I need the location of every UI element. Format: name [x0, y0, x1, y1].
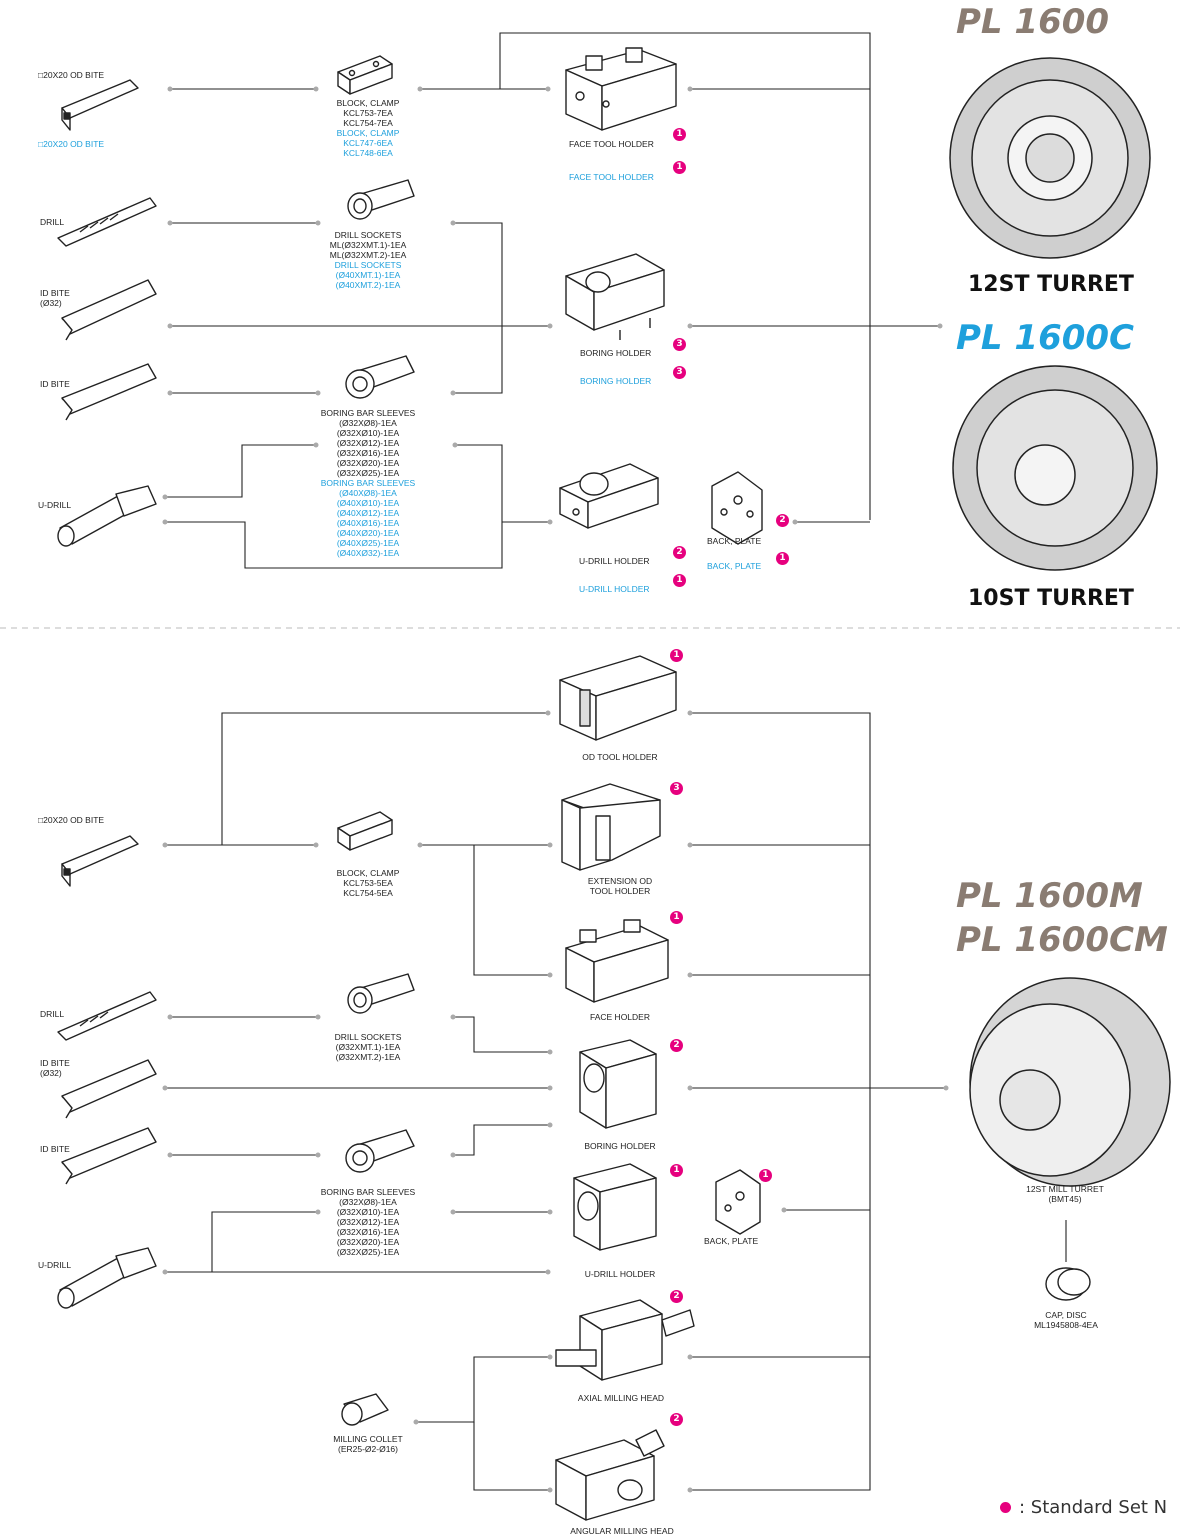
u-drill-holder-label: U-DRILL HOLDER	[579, 556, 650, 566]
u-drill-label: U-DRILL	[38, 1260, 72, 1270]
id-bite-label: ID BITE	[40, 1144, 70, 1154]
standard-set-badge: 3	[673, 338, 686, 351]
drill-icon	[57, 197, 157, 247]
drill-sockets-label: DRILL SOCKETSML(ø32xMT.1)-1EAML(ø32xMT.2…	[329, 230, 407, 290]
standard-set-badge: 1	[670, 649, 683, 662]
u-drill-label: U-DRILL	[38, 500, 72, 510]
od-bite-icon	[61, 79, 139, 131]
standard-set-badge: 2	[670, 1039, 683, 1052]
drill-label: DRILL	[40, 1009, 65, 1019]
drill-icon	[57, 991, 157, 1041]
id-bite-label: ID BITE	[40, 379, 70, 389]
face-holder-label: FACE HOLDER	[590, 1012, 650, 1022]
od-tool-holder-label: OD TOOL HOLDER	[582, 752, 658, 762]
od-bite-label-c: □20x20 OD BITE	[38, 139, 105, 149]
boring-bar-sleeves-label: BORING BAR SLEEVES(ø32xø8)-1EA(ø32xø10)-…	[320, 1187, 416, 1257]
legend: : Standard Set N	[1000, 1497, 1167, 1518]
turret-10st-icon	[952, 365, 1158, 571]
standard-set-badge: 1	[673, 574, 686, 587]
boring-bar-sleeves-label: BORING BAR SLEEVES(ø32xø8)-1EA(ø32xø10)-…	[320, 408, 416, 558]
standard-set-badge: 2	[673, 546, 686, 559]
model-pl1600cm: PL 1600CM	[956, 920, 1168, 960]
od-bite-icon	[61, 835, 139, 887]
drill-sockets-label: DRILL SOCKETS(ø32xMT.1)-1EA(ø32xMT.2)-1E…	[334, 1032, 402, 1062]
face-tool-holder-label-c: FACE TOOL HOLDER	[569, 172, 654, 182]
boring-holder-icon	[565, 253, 665, 340]
standard-set-badge: 2	[776, 514, 789, 527]
od-bite-label: □20x20 OD BITE	[38, 70, 105, 80]
standard-set-badge: 2	[670, 1290, 683, 1303]
standard-set-badge: 3	[670, 782, 683, 795]
axial-milling-head-icon	[555, 1299, 695, 1381]
back-plate-label: BACK, PLATE	[707, 536, 762, 546]
u-drill-icon	[57, 485, 157, 547]
u-drill-holder-icon	[559, 463, 659, 529]
u-drill-icon	[57, 1247, 157, 1309]
milling-collet-label: MILLING COLLET(ER25-ø2-ø16)	[333, 1434, 403, 1454]
standard-set-badge: 1	[759, 1169, 772, 1182]
boring-sleeve-icon	[345, 355, 415, 399]
extension-od-tool-holder-icon	[561, 783, 661, 871]
angular-milling-head-label: ANGULAR MILLING HEAD	[570, 1526, 674, 1536]
turret-12st-label: 12ST TURRET	[968, 272, 1134, 297]
boring-holder-label: BORING HOLDER	[584, 1141, 656, 1151]
u-drill-holder-label: U-DRILL HOLDER	[584, 1269, 656, 1279]
back-plate-label: BACK, PLATE	[704, 1236, 759, 1246]
back-plate-icon	[711, 471, 763, 545]
mill-turret-icon	[969, 977, 1171, 1187]
id-bite-icon	[61, 1059, 157, 1119]
drill-socket-icon	[347, 179, 415, 220]
turret-12st-icon	[949, 57, 1151, 259]
block-clamp-icon	[337, 55, 393, 95]
id-bite-icon	[61, 279, 157, 341]
face-tool-holder-label: FACE TOOL HOLDER	[569, 139, 654, 149]
standard-set-badge: 1	[670, 911, 683, 924]
block-clamp-icon	[337, 811, 393, 851]
turret-10st-label: 10ST TURRET	[968, 586, 1134, 611]
model-pl1600c: PL 1600C	[956, 318, 1135, 358]
model-pl1600m: PL 1600M	[956, 876, 1143, 916]
u-drill-holder-icon	[573, 1163, 657, 1251]
boring-sleeve-icon	[345, 1129, 415, 1173]
back-plate-icon	[715, 1169, 761, 1235]
standard-set-badge: 1	[673, 128, 686, 141]
boring-holder-label-c: BORING HOLDER	[580, 376, 652, 386]
angular-milling-head-icon	[555, 1429, 665, 1521]
face-tool-holder-icon	[565, 47, 677, 131]
od-tool-holder-icon	[559, 655, 677, 741]
standard-set-badge: 3	[673, 366, 686, 379]
standard-set-badge: 2	[670, 1413, 683, 1426]
id-bite-32-label: ID BITE(ø32)	[40, 1058, 70, 1078]
u-drill-holder-label-c: U-DRILL HOLDER	[579, 584, 650, 594]
standard-set-badge: 1	[673, 161, 686, 174]
back-plate-label-c: BACK, PLATE	[707, 561, 762, 571]
od-bite-label: □20x20 OD BITE	[38, 815, 105, 825]
standard-set-badge: 1	[670, 1164, 683, 1177]
drill-label: DRILL	[40, 217, 65, 227]
drill-socket-icon	[347, 973, 415, 1014]
face-holder-icon	[565, 919, 669, 1003]
cap-disc-icon	[1045, 1267, 1091, 1301]
boring-holder-label: BORING HOLDER	[580, 348, 652, 358]
standard-set-badge: 1	[776, 552, 789, 565]
mill-turret-label: 12ST MILL TURRET(BMT45)	[1026, 1184, 1104, 1204]
axial-milling-head-label: AXIAL MILLING HEAD	[577, 1393, 665, 1403]
id-bite-32-label: ID BITE(ø32)	[40, 288, 70, 308]
id-bite-icon	[61, 363, 157, 421]
model-pl1600: PL 1600	[956, 2, 1110, 42]
boring-holder-icon	[579, 1039, 657, 1129]
id-bite-icon	[61, 1127, 157, 1185]
legend-dot-icon	[1000, 1502, 1011, 1513]
legend-text: : Standard Set N	[1019, 1497, 1168, 1518]
milling-collet-icon	[341, 1393, 389, 1426]
